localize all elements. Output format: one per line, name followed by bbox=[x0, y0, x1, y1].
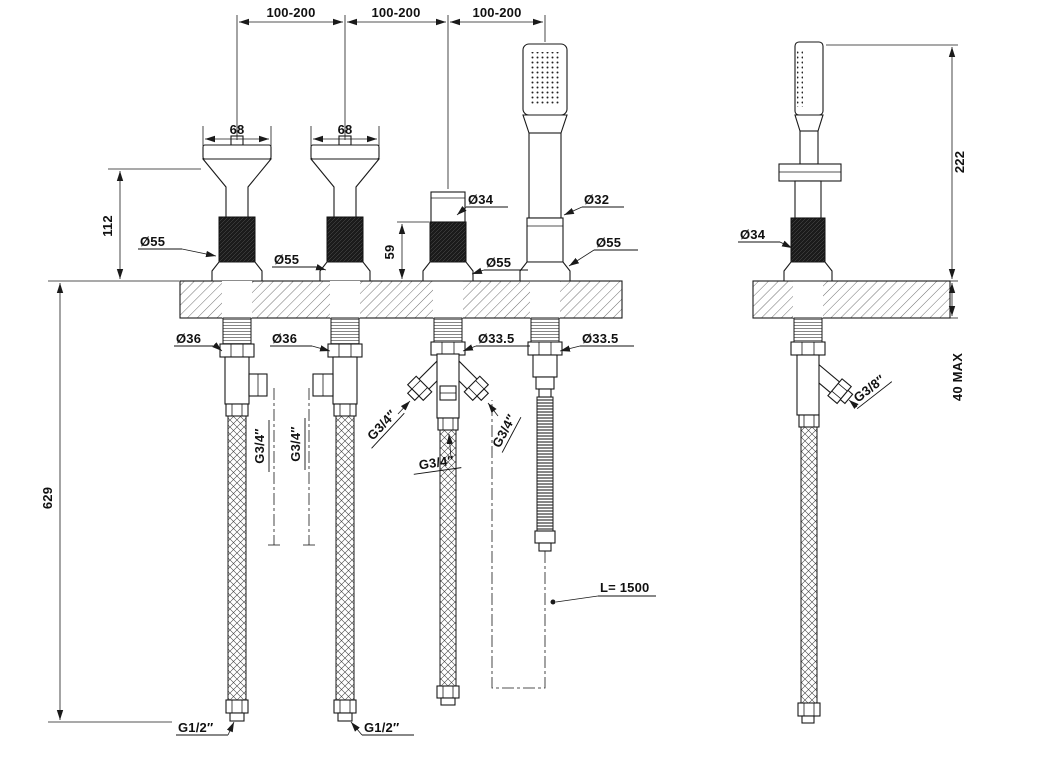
svg-text:G3/4″: G3/4″ bbox=[288, 426, 303, 461]
spout-neck bbox=[430, 191, 466, 223]
side-lower-stem bbox=[794, 180, 822, 219]
svg-text:Ø33.5: Ø33.5 bbox=[582, 331, 618, 346]
spout-hose-tip bbox=[440, 697, 456, 706]
side-taper bbox=[794, 114, 824, 132]
svg-text:G1/2″: G1/2″ bbox=[178, 720, 213, 735]
side-dimension-lines bbox=[826, 44, 958, 319]
side-holder-bracket bbox=[778, 163, 842, 182]
spout-knurled-ring bbox=[429, 221, 467, 263]
svg-text:Ø34: Ø34 bbox=[468, 192, 494, 207]
dim-side-40max: 40 MAX bbox=[950, 353, 965, 401]
handshower-unit bbox=[491, 43, 571, 689]
handshower-nut bbox=[527, 341, 563, 356]
spout-height-dim bbox=[397, 221, 429, 279]
dim-top-span-2: 100-200 bbox=[371, 5, 420, 20]
handshower-taper bbox=[522, 114, 568, 134]
handshower-body bbox=[532, 354, 558, 378]
side-view bbox=[778, 41, 854, 724]
label-g34-spout-left: G3/4″ bbox=[364, 400, 411, 449]
label-g34-spout-center: G3/4″ bbox=[413, 433, 462, 475]
handle-width-dims bbox=[202, 126, 380, 146]
handshower-grip bbox=[528, 132, 562, 219]
side-valve-body bbox=[796, 354, 820, 416]
label-g12-hose2: G1/2″ bbox=[350, 720, 414, 736]
side-hose-tip bbox=[801, 715, 815, 724]
dim-handle2-width: 68 bbox=[338, 122, 353, 137]
spout-hose-end-nut bbox=[436, 685, 460, 699]
dim-height-112: 112 bbox=[100, 215, 115, 237]
dim-top-span-1: 100-200 bbox=[266, 5, 315, 20]
handle1-side-outlet bbox=[248, 373, 280, 546]
handshower-spray-face bbox=[529, 52, 561, 106]
side-spray-strip bbox=[797, 50, 803, 107]
label-g38-side: G3/8″ bbox=[848, 372, 893, 410]
label-dia34-side: Ø34 bbox=[738, 227, 793, 249]
dim-side-222: 222 bbox=[952, 151, 967, 173]
svg-text:Ø36: Ø36 bbox=[176, 331, 201, 346]
spout-hose-connector bbox=[437, 417, 459, 431]
side-upper-stem bbox=[799, 130, 819, 165]
handshower-hose-routing-centerline bbox=[491, 400, 546, 689]
label-dia55-shower: Ø55 bbox=[568, 235, 638, 267]
dim-height-629: 629 bbox=[40, 487, 55, 509]
handshower-escutcheon bbox=[519, 261, 571, 282]
label-dia36-handle1: Ø36 bbox=[174, 331, 223, 352]
handle2-side-outlet bbox=[303, 373, 334, 546]
dim-top-span-3: 100-200 bbox=[472, 5, 521, 20]
handshower-holder-sleeve bbox=[526, 217, 564, 263]
label-g34-handle2-outlet: G3/4″ bbox=[288, 418, 306, 470]
handshower-fitting bbox=[535, 376, 555, 390]
svg-text:G3/8″: G3/8″ bbox=[851, 372, 888, 406]
svg-text:Ø36: Ø36 bbox=[272, 331, 297, 346]
svg-text:G3/4″: G3/4″ bbox=[252, 428, 267, 463]
svg-text:Ø55: Ø55 bbox=[486, 255, 511, 270]
shower-deck-hole bbox=[530, 281, 560, 318]
svg-text:L= 1500: L= 1500 bbox=[600, 580, 649, 595]
deck-side-view bbox=[752, 280, 951, 319]
label-g34-handle1-outlet: G3/4″ bbox=[252, 420, 270, 472]
label-dia34-spout: Ø34 bbox=[456, 192, 508, 216]
svg-text:Ø33.5: Ø33.5 bbox=[478, 331, 514, 346]
label-dia32-shower: Ø32 bbox=[563, 192, 624, 216]
side-hose-connector bbox=[798, 414, 820, 428]
spout-deck-hole bbox=[433, 281, 463, 318]
dim-spout-59: 59 bbox=[382, 245, 397, 260]
dim-handle1-width: 68 bbox=[230, 122, 245, 137]
handshower-hose-fitting bbox=[534, 530, 556, 544]
svg-text:Ø32: Ø32 bbox=[584, 192, 609, 207]
side-flexible-hose bbox=[800, 426, 818, 704]
svg-text:Ø55: Ø55 bbox=[596, 235, 621, 250]
spout-shank bbox=[433, 317, 463, 343]
side-knurled-grip bbox=[790, 217, 826, 263]
label-g34-spout-right: G3/4″ bbox=[487, 402, 522, 453]
spout-unit bbox=[406, 191, 490, 706]
svg-text:G1/2″: G1/2″ bbox=[364, 720, 399, 735]
side-shank bbox=[793, 317, 823, 343]
side-nut bbox=[790, 341, 826, 356]
svg-text:G3/4″: G3/4″ bbox=[489, 412, 519, 450]
left-dimension-lines bbox=[48, 168, 201, 723]
svg-text:Ø34: Ø34 bbox=[740, 227, 766, 242]
label-g12-hose1: G1/2″ bbox=[176, 720, 235, 736]
side-deck-hole bbox=[793, 281, 823, 318]
label-dia335-shower: Ø33.5 bbox=[559, 331, 634, 352]
side-escutcheon bbox=[783, 261, 833, 282]
label-dia36-handle2: Ø36 bbox=[270, 331, 331, 352]
label-dia55-handle2: Ø55 bbox=[272, 252, 327, 271]
label-hose-length: L= 1500 bbox=[550, 580, 656, 605]
label-dia335-spout: Ø33.5 bbox=[462, 331, 530, 352]
svg-text:Ø55: Ø55 bbox=[140, 234, 165, 249]
svg-text:G3/4″: G3/4″ bbox=[418, 453, 455, 473]
label-dia55-spout: Ø55 bbox=[471, 255, 528, 275]
spout-escutcheon bbox=[422, 261, 474, 282]
side-hose-end-nut bbox=[797, 702, 821, 717]
top-dimension-chain bbox=[236, 15, 546, 189]
svg-text:Ø55: Ø55 bbox=[274, 252, 299, 267]
label-dia55-handle1: Ø55 bbox=[138, 234, 217, 258]
spout-nut bbox=[430, 341, 466, 356]
handshower-coiled-hose bbox=[536, 396, 554, 532]
handshower-shank bbox=[530, 317, 560, 343]
